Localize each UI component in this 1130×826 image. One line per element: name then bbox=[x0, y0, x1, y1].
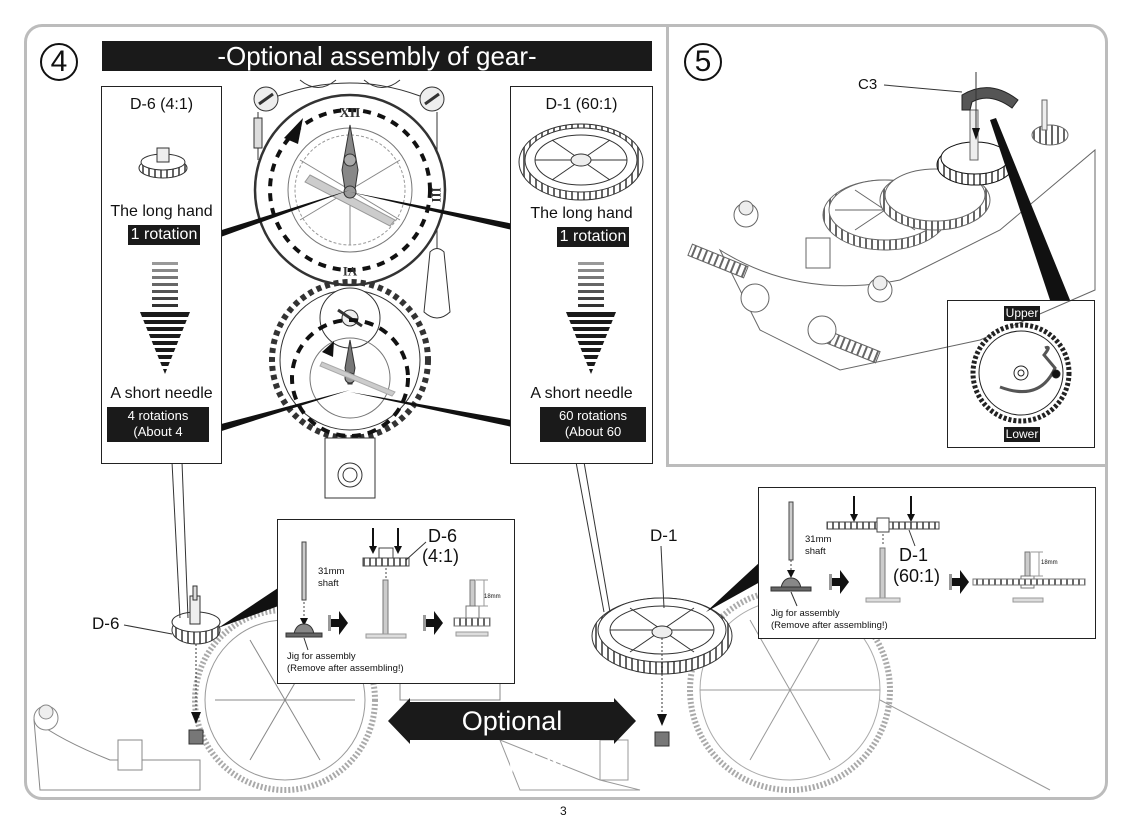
step-4-title: -Optional assembly of gear- bbox=[102, 41, 652, 71]
d6-gear-icon bbox=[138, 147, 188, 179]
optional-assembly-double-arrow bbox=[388, 698, 636, 744]
d1-gear-illustration bbox=[591, 597, 733, 747]
d6-callout-line bbox=[123, 624, 173, 635]
optional-assembly-label: Optional assembly! bbox=[451, 706, 573, 778]
right-down-arrow-icon bbox=[566, 262, 616, 374]
d6-shaft-label: 31mm shaft bbox=[318, 566, 344, 590]
detail-upper-label: Upper bbox=[1004, 306, 1040, 321]
left-short-needle-value: 4 rotations (About 4 minutes) bbox=[107, 407, 209, 455]
step-5-number: 5 bbox=[684, 43, 722, 81]
c3-part-illustration bbox=[961, 87, 1019, 111]
d6-gear-illustration bbox=[171, 585, 221, 745]
d1-inset-part-label: D-1 bbox=[899, 545, 929, 565]
page-frame bbox=[24, 24, 1108, 800]
d6-assembly-inset: 31mm shaft D-6 (4:1) 18mm Jig for assemb… bbox=[277, 519, 515, 684]
wedge-short-right bbox=[350, 392, 540, 433]
d1-height-label: 18mm bbox=[1041, 560, 1058, 566]
left-down-arrow-icon bbox=[140, 262, 190, 374]
d1-jig-title: Jig for assembly bbox=[771, 608, 840, 619]
d1-shaft-length: 31mm bbox=[805, 534, 832, 545]
left-long-hand-value: 1 rotation bbox=[128, 225, 200, 245]
right-short-needle-value: 60 rotations (About 60 minutes) bbox=[540, 407, 646, 455]
detail-lower-label: Lower bbox=[1004, 427, 1040, 442]
left-rotations: 4 rotations bbox=[127, 408, 189, 423]
d6-inset-ratio-label: (4:1) bbox=[422, 546, 460, 566]
d1-assembly-inset: 31mm shaft D-1 (60:1) 18mm Jig for assem… bbox=[758, 487, 1096, 639]
d6-shaft-length: 31mm bbox=[318, 566, 345, 577]
clock-numeral-3: III bbox=[429, 187, 444, 202]
wedge-long-hand-left bbox=[196, 190, 350, 246]
d1-gear-icon bbox=[518, 123, 644, 201]
d1-jig-label: Jig for assembly (Remove after assemblin… bbox=[771, 608, 888, 632]
d6-inset-part-label: D-6 bbox=[428, 526, 458, 546]
page-number: 3 bbox=[560, 804, 567, 818]
wedge-short-left bbox=[206, 390, 350, 436]
d6-jig-label: Jig for assembly (Remove after assemblin… bbox=[287, 651, 404, 675]
clock-base-right bbox=[499, 587, 1051, 793]
c3-detail-inset: Upper Lower bbox=[947, 300, 1095, 448]
d6-height-label: 18mm bbox=[484, 594, 501, 600]
left-minutes: (About 4 minutes) bbox=[133, 424, 183, 455]
c3-callout-label: C3 bbox=[858, 76, 878, 93]
clock-numeral-6: VI bbox=[343, 264, 357, 279]
detail-gear-illustration bbox=[970, 322, 1072, 424]
clock-illustration bbox=[253, 79, 451, 499]
d1-inset-ratio-label: (60:1) bbox=[893, 566, 941, 586]
d1-shaft-word: shaft bbox=[805, 546, 826, 557]
right-gear-label: D-1 (60:1) bbox=[545, 96, 618, 113]
left-long-hand-label: The long hand bbox=[110, 203, 213, 220]
section-divider-vertical bbox=[666, 26, 669, 466]
d6-callout-label: D-6 bbox=[92, 614, 120, 633]
d6-jig-title: Jig for assembly bbox=[287, 651, 356, 662]
d1-callout-label: D-1 bbox=[650, 526, 678, 545]
right-minutes: (About 60 minutes) bbox=[564, 424, 622, 455]
right-rotations: 60 rotations bbox=[559, 408, 627, 423]
d6-assembly-diagram bbox=[285, 528, 491, 651]
wedge-d6-inset bbox=[218, 588, 284, 628]
step5-mechanism bbox=[687, 99, 1096, 371]
right-long-hand-label: The long hand bbox=[530, 205, 633, 222]
clock-numeral-12: XII bbox=[339, 106, 360, 121]
c3-callout-line bbox=[883, 84, 963, 93]
d1-shaft-label: 31mm shaft bbox=[805, 534, 831, 558]
d1-assembly-diagram bbox=[770, 496, 1086, 607]
d1-jig-note: (Remove after assembling!) bbox=[771, 620, 888, 631]
right-short-needle-label: A short needle bbox=[530, 385, 633, 402]
left-short-needle-label: A short needle bbox=[110, 385, 213, 402]
section-divider-horizontal bbox=[666, 464, 1106, 467]
wedge-d1-inset bbox=[706, 562, 760, 612]
left-gear-label: D-6 (4:1) bbox=[129, 96, 194, 113]
step-4-number: 4 bbox=[40, 43, 78, 81]
wedge-c3-detail bbox=[990, 118, 1070, 300]
d6-shaft-word: shaft bbox=[318, 578, 339, 589]
right-info-panel: D-1 (60:1) The long hand 1 rotation bbox=[510, 86, 653, 464]
d1-callout-line bbox=[660, 545, 665, 609]
right-long-hand-value: 1 rotation bbox=[557, 227, 629, 247]
d6-jig-note: (Remove after assembling!) bbox=[287, 663, 404, 674]
wedge-long-hand-right bbox=[350, 192, 555, 240]
left-info-panel: D-6 (4:1) The long hand 1 rotation bbox=[101, 86, 222, 464]
